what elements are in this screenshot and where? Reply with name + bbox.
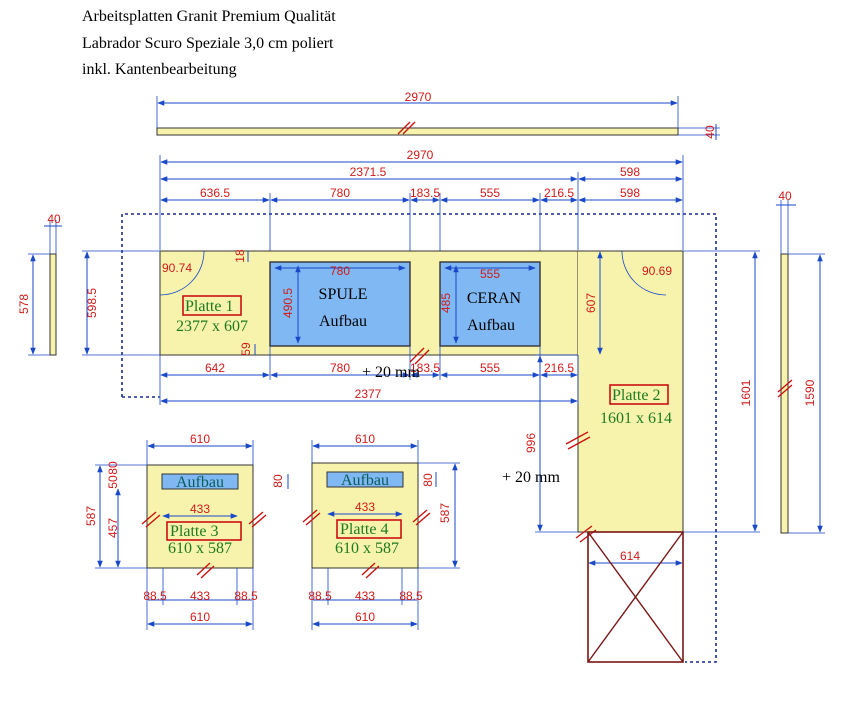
platte-4-label: Platte 4 bbox=[340, 521, 388, 538]
platte-4-aufbau: Aufbau bbox=[341, 472, 389, 489]
top-dimension-chain: 2970 2371.5 598 636.5 780 183.5 555 216.… bbox=[159, 148, 684, 262]
dim-platte-3-bottom-2: 433 bbox=[190, 589, 210, 603]
dim-bottom-seg-1: 642 bbox=[205, 361, 225, 375]
dim-platte-4-inner: 433 bbox=[355, 500, 375, 514]
spule-cutout: 780 490.5 SPULE Aufbau bbox=[269, 261, 411, 347]
dim-platte-3-top-80: 80 bbox=[106, 461, 120, 475]
platte-2-label-box bbox=[609, 384, 669, 405]
dim-right-strip-width: 40 bbox=[778, 189, 792, 203]
platte-2: 90.69 Platte 2 1601 x 614 607 1601 996 +… bbox=[502, 250, 760, 566]
edge-strip-left: 40 578 bbox=[17, 212, 62, 356]
platte-3: Aufbau 610 433 Platte 3 610 x 587 587 45… bbox=[84, 432, 289, 630]
platte-4-label-box bbox=[336, 519, 402, 539]
dim-platte-3-top-50: 50 bbox=[106, 475, 120, 489]
dim-offset-top: 18 bbox=[233, 249, 247, 263]
dim-platte-3-bottom-3: 88.5 bbox=[234, 589, 258, 603]
dim-run-left: 2371.5 bbox=[350, 165, 387, 179]
dim-bottom-seg-5: 216.5 bbox=[544, 361, 574, 375]
dim-platte-3-right-80: 80 bbox=[271, 474, 285, 488]
platte-1-label-box bbox=[182, 295, 242, 316]
platte-3-size: 610 x 587 bbox=[168, 540, 232, 557]
header-line-3: inkl. Kantenbearbeitung bbox=[82, 61, 237, 78]
spule-subtitle: Aufbau bbox=[319, 313, 367, 330]
dim-bottom-seg-2: 780 bbox=[330, 361, 350, 375]
dim-platte-2-607: 607 bbox=[584, 293, 598, 313]
edge-strip-top: 2970 40 bbox=[156, 90, 720, 140]
dim-top-total: 2970 bbox=[407, 148, 434, 162]
dim-platte-3-depth: 587 bbox=[84, 506, 98, 526]
dim-platte-4-bottom-3: 88.5 bbox=[399, 589, 423, 603]
dim-platte-2-length: 1601 bbox=[739, 379, 753, 406]
corner-angle-2: 90.69 bbox=[642, 264, 672, 278]
dim-seg-5: 216.5 bbox=[544, 186, 574, 200]
dim-seg-3: 183.5 bbox=[410, 186, 440, 200]
cabinet-box bbox=[587, 531, 684, 663]
dim-platte-4-bottom-1: 88.5 bbox=[308, 589, 332, 603]
header-line-2: Labrador Scuro Speziale 3,0 cm poliert bbox=[82, 35, 334, 52]
platte-2-extra: + 20 mm bbox=[502, 469, 560, 486]
ceran-subtitle: Aufbau bbox=[467, 317, 515, 334]
dim-bottom-total: 2377 bbox=[355, 387, 382, 401]
dim-platte-2-996: 996 bbox=[524, 433, 538, 453]
dim-ceran-width: 555 bbox=[480, 267, 500, 281]
dim-strip-thickness: 40 bbox=[703, 125, 717, 139]
platte-2-size: 1601 x 614 bbox=[600, 410, 672, 427]
dim-left-strip-width: 40 bbox=[47, 212, 61, 226]
dim-run-right: 598 bbox=[620, 165, 640, 179]
dim-platte-4-width: 610 bbox=[355, 432, 375, 446]
dim-platte-3-bottom-total: 610 bbox=[190, 610, 210, 624]
dim-platte-4-bottom-2: 433 bbox=[355, 589, 375, 603]
dim-platte-3-inner: 433 bbox=[190, 502, 210, 516]
bottom-dimension-chain: 642 780 183.5 555 216.5 + 20 mm 2377 bbox=[159, 346, 579, 405]
platte-4-size: 610 x 587 bbox=[335, 540, 399, 557]
dim-seg-2: 780 bbox=[330, 186, 350, 200]
spule-title: SPULE bbox=[319, 286, 368, 303]
platte-4: Aufbau 610 433 Platte 4 610 x 587 587 80… bbox=[302, 432, 460, 630]
platte-1-extra: + 20 mm bbox=[362, 364, 420, 381]
ceran-title: CERAN bbox=[467, 290, 522, 307]
ceran-cutout: 555 485 CERAN Aufbau bbox=[439, 261, 541, 347]
dim-offset-bottom: 59 bbox=[239, 342, 253, 356]
dim-left-strip-length: 578 bbox=[17, 294, 31, 314]
outline-dotted bbox=[121, 213, 717, 663]
dim-platte-3-457: 457 bbox=[106, 518, 120, 538]
platte-2-label: Platte 2 bbox=[612, 387, 660, 404]
dim-bottom-seg-3: 183.5 bbox=[410, 361, 440, 375]
dim-spule-depth: 490.5 bbox=[281, 288, 295, 318]
platte-3-label-box bbox=[166, 521, 242, 541]
dim-ceran-depth: 485 bbox=[439, 293, 453, 313]
dim-platte-4-bottom-total: 610 bbox=[355, 610, 375, 624]
dim-seg-1: 636.5 bbox=[200, 186, 230, 200]
edge-strip-right: 40 1590 bbox=[776, 189, 825, 534]
dim-platte-4-depth: 587 bbox=[438, 503, 452, 523]
corner-angle-1: 90.74 bbox=[162, 261, 192, 275]
dim-platte-2-width: 614 bbox=[620, 549, 640, 563]
dim-platte-1-depth: 598.5 bbox=[85, 288, 99, 318]
platte-1-label: Platte 1 bbox=[185, 298, 233, 315]
dim-right-strip-length: 1590 bbox=[803, 379, 817, 406]
platte-3-aufbau: Aufbau bbox=[176, 474, 224, 491]
dim-seg-6: 598 bbox=[620, 186, 640, 200]
platte-3-label: Platte 3 bbox=[170, 523, 218, 540]
platte-1-size: 2377 x 607 bbox=[176, 318, 248, 335]
header-line-1: Arbeitsplatten Granit Premium Qualität bbox=[82, 8, 336, 25]
dim-platte-3-width: 610 bbox=[190, 432, 210, 446]
dim-strip-length: 2970 bbox=[405, 90, 432, 104]
dim-bottom-seg-4: 555 bbox=[480, 361, 500, 375]
dim-seg-4: 555 bbox=[480, 186, 500, 200]
dim-spule-width: 780 bbox=[330, 264, 350, 278]
dim-platte-3-bottom-1: 88.5 bbox=[143, 589, 167, 603]
dim-platte-4-right-80: 80 bbox=[421, 473, 435, 487]
